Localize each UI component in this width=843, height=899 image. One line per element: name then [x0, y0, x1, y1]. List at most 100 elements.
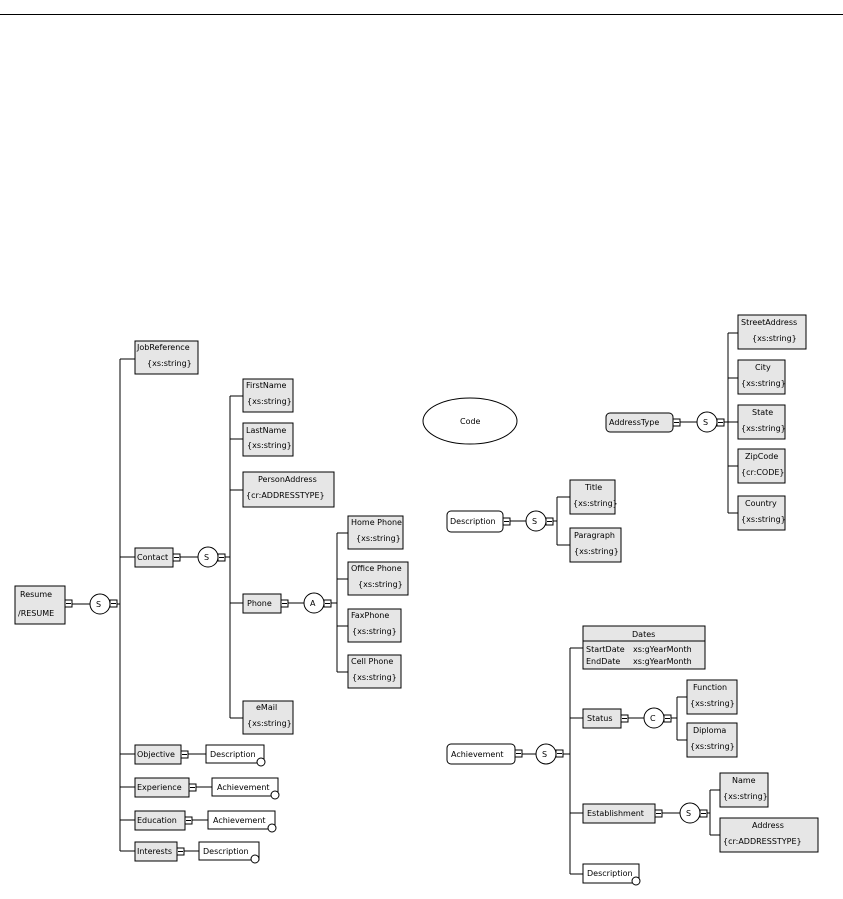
- svg-text:Interests: Interests: [137, 847, 172, 856]
- svg-text:Dates: Dates: [632, 630, 655, 639]
- node-city[interactable]: City {xs:string}: [737, 359, 786, 395]
- node-fax-phone[interactable]: FaxPhone {xs:string}: [347, 608, 402, 643]
- svg-text:{xs:string}: {xs:string}: [356, 534, 401, 543]
- svg-text:StartDate: StartDate: [586, 645, 625, 654]
- svg-text:Paragraph: Paragraph: [574, 531, 615, 540]
- svg-text:Code: Code: [460, 417, 481, 426]
- node-diploma[interactable]: Diploma {xs:string}: [686, 722, 738, 758]
- svg-text:Office Phone: Office Phone: [351, 564, 402, 573]
- node-address-type[interactable]: AddressType: [605, 412, 681, 433]
- node-status[interactable]: Status: [582, 708, 629, 729]
- svg-text:A: A: [310, 599, 316, 608]
- node-resume[interactable]: Resume /RESUME: [14, 585, 73, 625]
- ref-description-achievement[interactable]: Description: [582, 863, 641, 886]
- svg-text:{cr:CODE}: {cr:CODE}: [741, 468, 785, 477]
- svg-text:PersonAddress: PersonAddress: [258, 475, 317, 484]
- svg-text:Description: Description: [587, 869, 633, 878]
- sequence-compositor-contact: S: [197, 546, 226, 568]
- svg-text:{xs:string}: {xs:string}: [352, 673, 397, 682]
- svg-text:LastName: LastName: [246, 426, 286, 435]
- ref-description-interests[interactable]: Description: [198, 841, 260, 864]
- svg-text:Phone: Phone: [247, 599, 272, 608]
- node-cell-phone[interactable]: Cell Phone {xs:string}: [347, 654, 402, 689]
- node-country[interactable]: Country {xs:string}: [737, 495, 786, 531]
- svg-text:Contact: Contact: [137, 553, 168, 562]
- svg-text:State: State: [752, 408, 773, 417]
- svg-text:FaxPhone: FaxPhone: [351, 611, 389, 620]
- node-interests[interactable]: Interests: [134, 841, 185, 862]
- node-experience[interactable]: Experience: [134, 777, 197, 798]
- svg-text:Achievement: Achievement: [217, 783, 270, 792]
- svg-text:S: S: [532, 517, 537, 526]
- svg-text:Description: Description: [450, 517, 496, 526]
- svg-text:Education: Education: [137, 816, 177, 825]
- code-ellipse: Code: [422, 397, 518, 445]
- svg-text:Diploma: Diploma: [693, 726, 726, 735]
- svg-text:{xs:string}: {xs:string}: [147, 359, 192, 368]
- svg-text:{xs:string}: {xs:string}: [690, 742, 735, 751]
- ref-achievement-education[interactable]: Achievement: [207, 810, 277, 833]
- svg-text:Achievement: Achievement: [451, 750, 504, 759]
- top-rule: [0, 14, 843, 15]
- node-last-name[interactable]: LastName {xs:string}: [242, 422, 294, 457]
- svg-text:FirstName: FirstName: [246, 381, 287, 390]
- svg-text:JobReference: JobReference: [136, 343, 190, 352]
- svg-text:Title: Title: [584, 483, 602, 492]
- node-job-reference[interactable]: JobReference {xs:string}: [134, 340, 199, 375]
- svg-text:{xs:string}: {xs:string}: [352, 627, 397, 636]
- node-phone[interactable]: Phone: [242, 593, 289, 614]
- svg-text:City: City: [755, 363, 771, 372]
- svg-text:{xs:string}: {xs:string}: [358, 580, 403, 589]
- node-office-phone[interactable]: Office Phone {xs:string}: [347, 561, 409, 596]
- sequence-compositor-resume: S: [89, 593, 118, 615]
- svg-text:ZipCode: ZipCode: [745, 452, 778, 461]
- node-home-phone[interactable]: Home Phone {xs:string}: [347, 515, 404, 550]
- node-name[interactable]: Name {xs:string}: [719, 772, 769, 808]
- svg-text:{xs:string}: {xs:string}: [741, 379, 786, 388]
- ref-description-objective[interactable]: Description: [205, 744, 266, 767]
- svg-text:Name: Name: [732, 776, 756, 785]
- svg-text:Establishment: Establishment: [587, 809, 644, 818]
- svg-text:eMail: eMail: [256, 703, 277, 712]
- svg-text:C: C: [650, 714, 656, 723]
- node-establishment[interactable]: Establishment: [582, 803, 663, 824]
- node-objective[interactable]: Objective: [134, 744, 189, 765]
- svg-text:Cell Phone: Cell Phone: [351, 657, 393, 666]
- svg-text:Objective: Objective: [137, 750, 175, 759]
- node-email[interactable]: eMail {xs:string}: [242, 700, 294, 735]
- svg-text:{xs:string}: {xs:string}: [247, 441, 292, 450]
- node-first-name[interactable]: FirstName {xs:string}: [242, 378, 294, 413]
- node-contact[interactable]: Contact: [134, 547, 181, 568]
- node-title[interactable]: Title {xs:string}: [569, 479, 618, 515]
- node-dates[interactable]: Dates StartDate xs:gYearMonth EndDate xs…: [582, 625, 706, 670]
- node-zip-code[interactable]: ZipCode {cr:CODE}: [737, 448, 786, 484]
- node-paragraph[interactable]: Paragraph {xs:string}: [569, 527, 622, 563]
- svg-text:Description: Description: [210, 750, 256, 759]
- svg-text:{xs:string}: {xs:string}: [752, 334, 797, 343]
- node-function[interactable]: Function {xs:string}: [686, 679, 738, 715]
- node-education[interactable]: Education: [134, 810, 193, 831]
- node-person-address[interactable]: PersonAddress {cr:ADDRESSTYPE}: [242, 471, 335, 508]
- node-street-address[interactable]: StreetAddress {xs:string}: [737, 314, 807, 350]
- node-state[interactable]: State {xs:string}: [737, 404, 786, 440]
- svg-text:StreetAddress: StreetAddress: [741, 318, 797, 327]
- sequence-compositor-achievement: S: [535, 743, 564, 765]
- sequence-compositor-establishment: S: [679, 802, 708, 824]
- svg-text:S: S: [703, 418, 708, 427]
- node-achievement[interactable]: Achievement: [446, 743, 523, 765]
- node-address[interactable]: Address {cr:ADDRESSTYPE}: [719, 817, 819, 853]
- svg-text:S: S: [204, 553, 209, 562]
- svg-text:S: S: [542, 750, 547, 759]
- svg-text:{xs:string}: {xs:string}: [741, 515, 786, 524]
- svg-text:{xs:string}: {xs:string}: [723, 792, 768, 801]
- svg-text:Description: Description: [203, 847, 249, 856]
- svg-text:{cr:ADDRESSTYPE}: {cr:ADDRESSTYPE}: [246, 491, 325, 500]
- svg-text:{xs:string}: {xs:string}: [741, 424, 786, 433]
- svg-text:{xs:string}: {xs:string}: [247, 397, 292, 406]
- svg-text:Home Phone: Home Phone: [351, 518, 402, 527]
- ref-achievement-experience[interactable]: Achievement: [211, 777, 280, 800]
- node-description[interactable]: Description: [446, 510, 511, 533]
- sequence-compositor-description: S: [525, 510, 554, 532]
- svg-text:{xs:string}: {xs:string}: [573, 499, 618, 508]
- svg-text:xs:gYearMonth: xs:gYearMonth: [633, 657, 692, 666]
